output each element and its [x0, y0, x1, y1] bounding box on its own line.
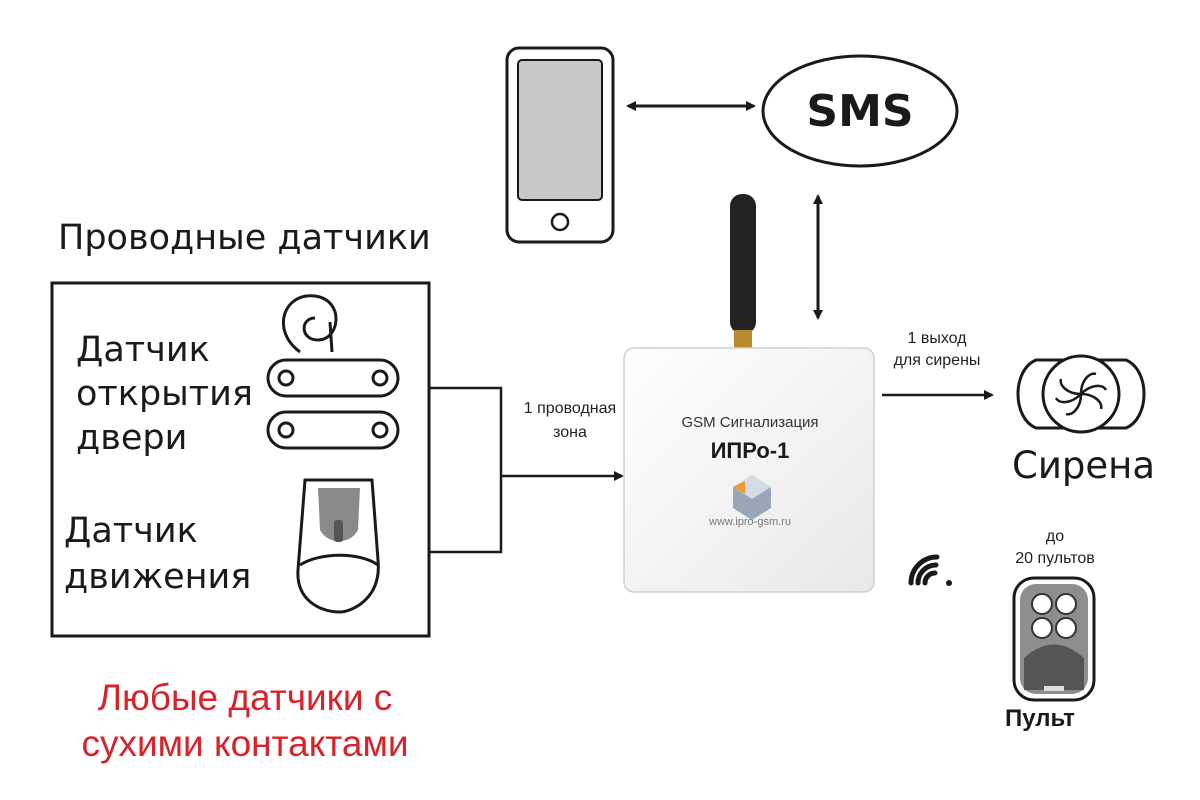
door-sensor-icon — [266, 294, 400, 450]
remotes-count-line-2: 20 пультов — [1015, 550, 1095, 567]
wired-sensors-title: Проводные датчики — [58, 218, 431, 258]
remote-label: Пульт — [1005, 705, 1075, 732]
wired-zone-label: 1 проводная зона — [505, 397, 635, 445]
door-sensor-line-1: Датчик — [76, 330, 210, 370]
siren-output-label: 1 выход для сирены — [872, 328, 1002, 372]
device-model: ИПРо-1 — [710, 438, 790, 463]
sms-label: SMS — [806, 86, 914, 137]
note-line-1: Любые датчики с — [97, 677, 393, 718]
door-sensor-line-2: открытия — [76, 374, 253, 414]
zone-label-line-1: 1 проводная — [523, 400, 617, 417]
remotes-count-label: до 20 пультов — [990, 526, 1120, 570]
device-brand: GSM Сигнализация — [681, 414, 819, 431]
antenna-icon — [730, 194, 756, 352]
wireless-signal-icon — [908, 554, 952, 586]
device-url: www.ipro-gsm.ru — [709, 516, 791, 528]
siren-icon — [1016, 354, 1146, 434]
motion-sensor-icon — [296, 478, 380, 614]
remotes-count-line-1: до — [1045, 528, 1065, 545]
motion-sensor-label: Датчик движения — [64, 508, 251, 600]
sensor-wiring — [429, 386, 624, 554]
dry-contacts-note: Любые датчики с сухими контактами — [40, 675, 450, 767]
siren-label: Сирена — [1012, 444, 1155, 487]
door-sensor-label: Датчик открытия двери — [76, 328, 253, 460]
motion-sensor-line-2: движения — [64, 557, 252, 597]
zone-label-line-2: зона — [553, 424, 587, 441]
remote-icon — [1012, 576, 1096, 702]
sms-bubble — [761, 54, 959, 168]
door-sensor-line-3: двери — [76, 418, 188, 458]
note-line-2: сухими контактами — [81, 723, 409, 764]
siren-output-line-2: для сирены — [893, 352, 981, 369]
gsm-device-body — [623, 347, 875, 593]
wired-sensors-box — [50, 281, 431, 638]
device-logo-icon — [733, 475, 771, 520]
motion-sensor-line-1: Датчик — [64, 511, 198, 551]
phone-icon — [505, 46, 615, 244]
siren-output-line-1: 1 выход — [907, 330, 967, 347]
